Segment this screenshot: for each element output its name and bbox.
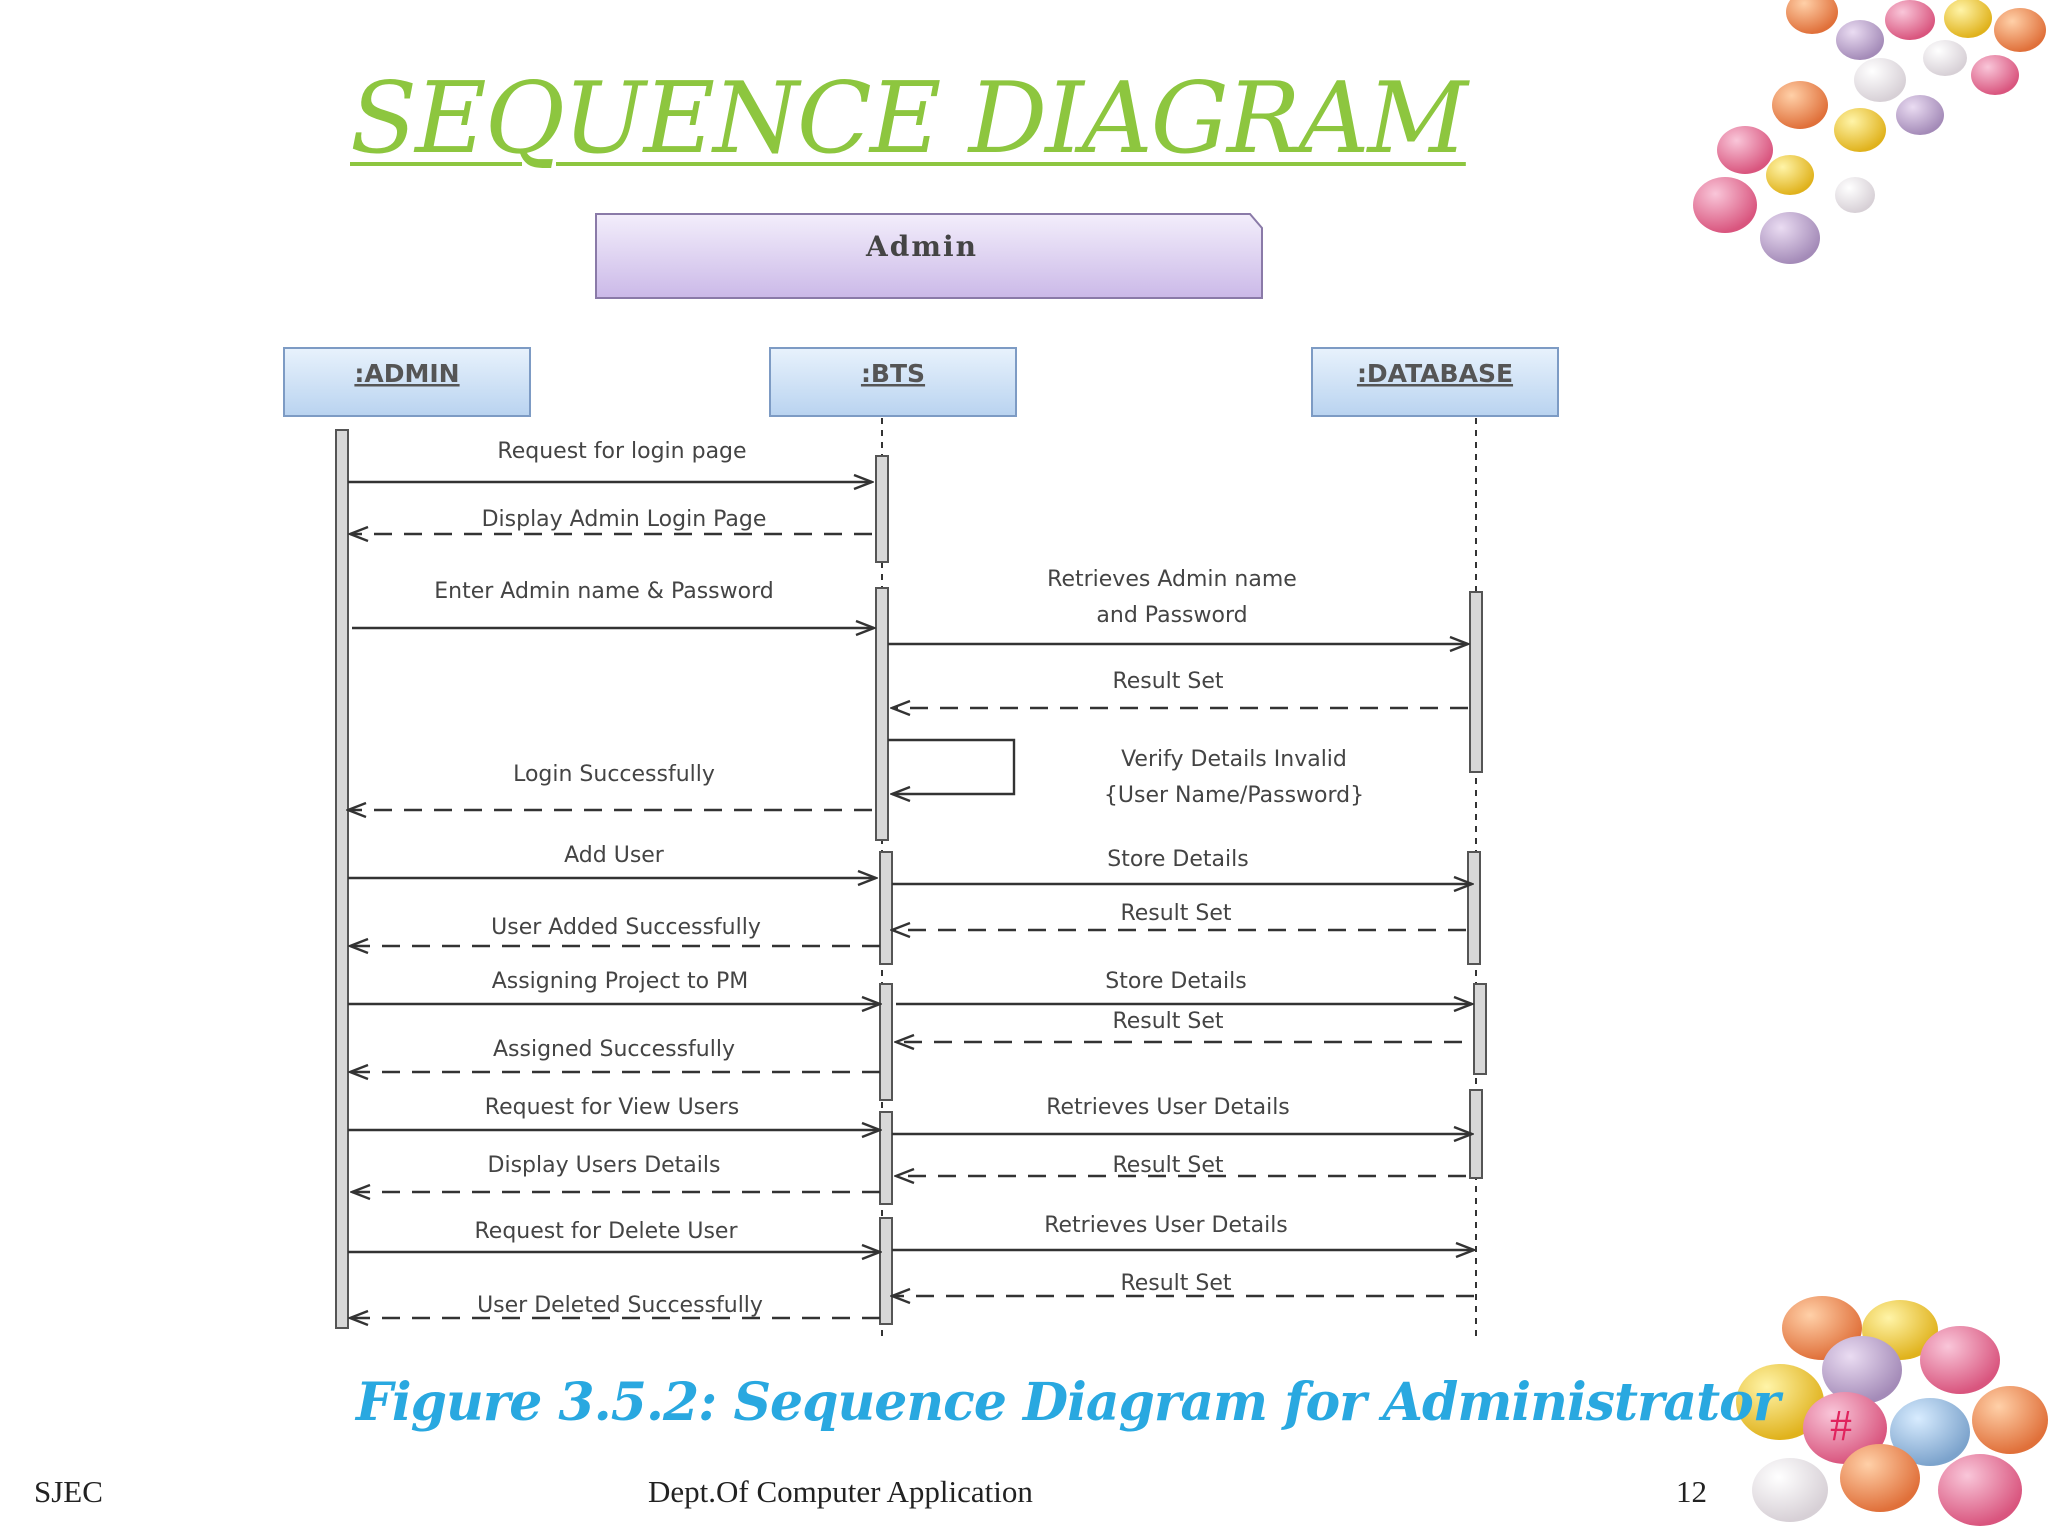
activation-db-2 — [1467, 851, 1481, 965]
message-label-22: Result Set — [1120, 1271, 1231, 1296]
activation-bts-6 — [879, 1217, 893, 1325]
message-label-21: Retrieves User Details — [1044, 1213, 1288, 1238]
message-label-1: Request for login page — [497, 439, 746, 464]
footer-center: Dept.Of Computer Application — [648, 1474, 1033, 1509]
footer-left: SJEC — [34, 1474, 103, 1509]
lifeline-admin-label: :ADMIN — [354, 359, 459, 388]
activation-db-3 — [1473, 983, 1487, 1075]
figure-caption: Figure 3.5.2: Sequence Diagram for Admin… — [356, 1372, 1780, 1433]
activation-bts-5 — [879, 1111, 893, 1205]
message-label-13: Store Details — [1105, 969, 1246, 994]
activation-bts-2 — [875, 587, 889, 841]
activation-db-1 — [1469, 591, 1483, 773]
candy-eggs-bottom-right — [1736, 1296, 2048, 1526]
activation-bts-3 — [879, 851, 893, 965]
message-label-8: Add User — [564, 843, 665, 868]
message-label-12: Assigning Project to PM — [492, 969, 749, 994]
message-label-6: Verify Details Invalid{User Name/Passwor… — [1104, 747, 1364, 808]
hash-mark: # — [1830, 1401, 1852, 1450]
message-label-5: Result Set — [1112, 669, 1223, 694]
message-label-17: Retrieves User Details — [1046, 1095, 1290, 1120]
message-label-14: Result Set — [1112, 1009, 1223, 1034]
message-label-19: Display Users Details — [488, 1153, 721, 1178]
message-label-20: Request for Delete User — [474, 1219, 738, 1244]
message-label-23: User Deleted Successfully — [477, 1293, 763, 1318]
message-label-16: Request for View Users — [485, 1095, 739, 1120]
activation-bts-4 — [879, 983, 893, 1101]
lifeline-admin-head: :ADMIN — [283, 347, 531, 417]
message-label-3: Enter Admin name & Password — [434, 579, 773, 604]
message-label-7: Login Successfully — [513, 762, 715, 787]
slide-number: 12 — [1676, 1474, 1707, 1509]
activation-bts-1 — [875, 455, 889, 563]
activation-admin — [335, 429, 349, 1329]
lifeline-database-label: :DATABASE — [1357, 359, 1513, 388]
message-label-2: Display Admin Login Page — [482, 507, 767, 532]
message-label-9: Store Details — [1107, 847, 1248, 872]
lifeline-bts-label: :BTS — [861, 359, 925, 388]
lifeline-database-head: :DATABASE — [1311, 347, 1559, 417]
self-message-loop — [888, 738, 1016, 794]
message-label-15: Assigned Successfully — [493, 1037, 735, 1062]
frame-title: Admin — [865, 230, 978, 263]
slide-title: SEQUENCE DIAGRAM — [350, 62, 1468, 176]
frame-title-box: Admin — [595, 213, 1263, 299]
message-label-10: Result Set — [1120, 901, 1231, 926]
message-label-18: Result Set — [1112, 1153, 1223, 1178]
message-label-11: User Added Successfully — [491, 915, 761, 940]
candy-eggs-top-right — [1693, 0, 2046, 264]
lifeline-bts-head: :BTS — [769, 347, 1017, 417]
